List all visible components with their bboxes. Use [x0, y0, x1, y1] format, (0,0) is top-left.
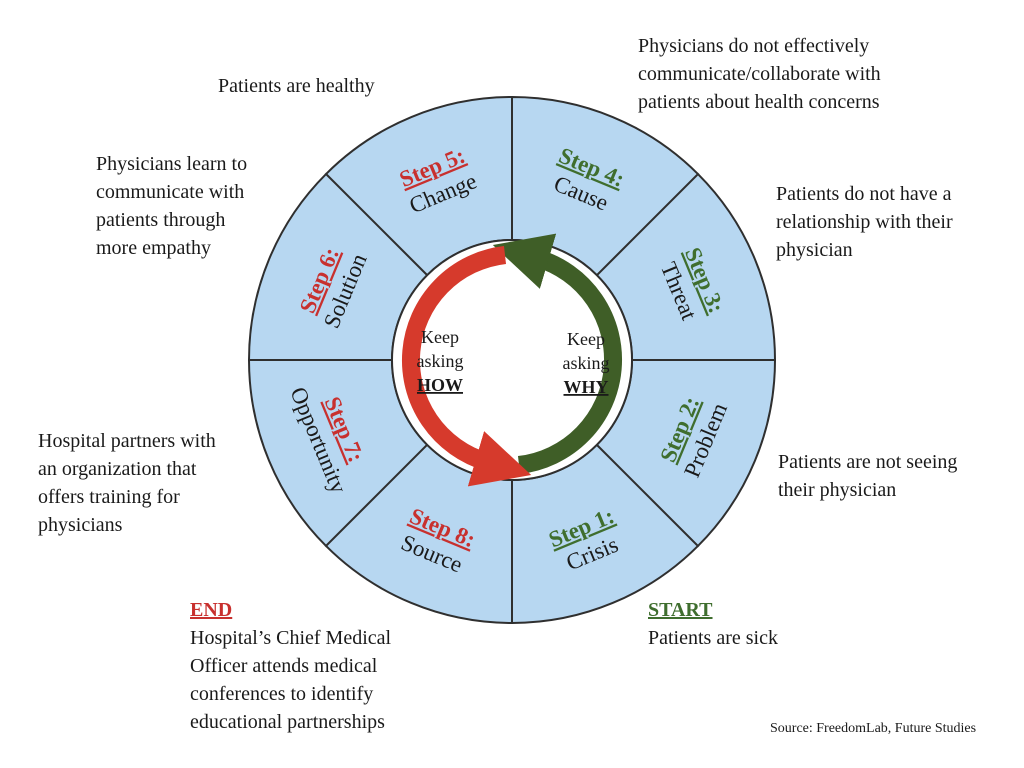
- why-cycle-arrow: [492, 233, 623, 474]
- note-line: Hospital’s Chief Medical: [190, 627, 392, 649]
- note-line: patients about health concerns: [638, 91, 880, 113]
- note-line: Patients are sick: [648, 627, 778, 649]
- note-line: Patients are healthy: [218, 75, 375, 97]
- center-left-line1: Keep: [421, 327, 459, 347]
- center-left-keyword: HOW: [417, 375, 463, 395]
- note-line: offers training for: [38, 486, 180, 508]
- end-heading: END: [190, 599, 233, 621]
- note-line: patients through: [96, 209, 226, 231]
- note-step-7: Hospital partners with an organization t…: [38, 427, 216, 539]
- note-step-5: Patients are healthy: [218, 72, 375, 100]
- how-cycle-arrow: [401, 246, 532, 487]
- note-line: an organization that: [38, 458, 197, 480]
- note-step-8: END Hospital’s Chief Medical Officer att…: [190, 596, 391, 736]
- note-line: physician: [776, 239, 853, 261]
- note-line: communicate with: [96, 181, 245, 203]
- note-line: physicians: [38, 514, 123, 536]
- note-step-4: Physicians do not effectively communicat…: [638, 32, 881, 116]
- step-segments: [247, 95, 777, 625]
- note-line: Officer attends medical: [190, 655, 378, 677]
- note-step-3: Patients do not have a relationship with…: [776, 180, 953, 264]
- note-line: Physicians learn to: [96, 153, 248, 175]
- center-right-line1: Keep: [567, 329, 605, 349]
- source-credit: Source: FreedomLab, Future Studies: [770, 721, 977, 736]
- center-left-line2: asking: [417, 351, 464, 371]
- start-heading: START: [648, 599, 713, 621]
- note-line: conferences to identify: [190, 683, 374, 705]
- note-line: relationship with their: [776, 211, 953, 233]
- center-right-line2: asking: [563, 353, 610, 373]
- note-line: Patients do not have a: [776, 183, 952, 205]
- note-line: Physicians do not effectively: [638, 35, 870, 57]
- note-line: educational partnerships: [190, 711, 385, 733]
- note-line: communicate/collaborate with: [638, 63, 881, 85]
- note-step-6: Physicians learn to communicate with pat…: [96, 150, 247, 262]
- note-line: more empathy: [96, 237, 211, 259]
- note-line: Patients are not seeing: [778, 451, 958, 473]
- note-line: Hospital partners with: [38, 430, 216, 452]
- note-step-2: Patients are not seeing their physician: [778, 448, 957, 504]
- note-step-1: START Patients are sick: [648, 596, 778, 652]
- center-right-keyword: WHY: [564, 377, 609, 397]
- note-line: their physician: [778, 479, 897, 501]
